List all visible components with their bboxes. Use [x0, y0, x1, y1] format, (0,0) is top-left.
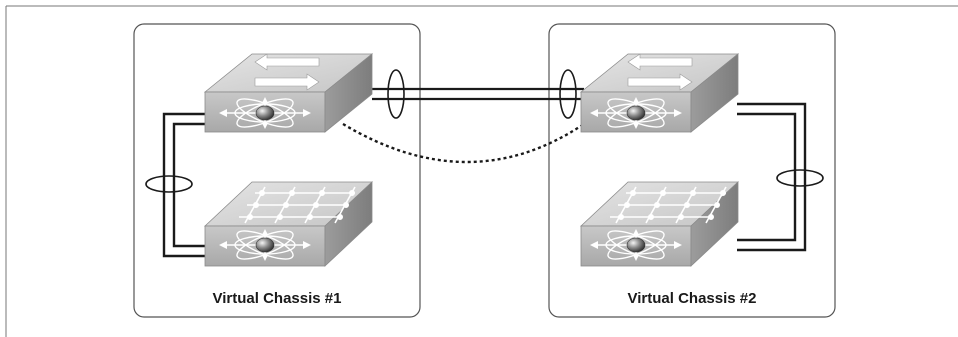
chassis-1-internal-link — [162, 112, 205, 258]
chassis-1-member-switch — [203, 181, 374, 267]
lag-ring-inter-left — [387, 69, 405, 119]
chassis-2-member-switch — [579, 181, 740, 267]
lag-ring-chassis-2 — [776, 169, 824, 187]
backup-link-dotted — [342, 122, 585, 164]
switch-icon — [238, 186, 356, 224]
chassis-1-label: Virtual Chassis #1 — [213, 290, 342, 307]
chassis-1-master-switch — [203, 53, 374, 134]
lag-ring-chassis-1 — [145, 175, 193, 193]
chassis-2-label: Virtual Chassis #2 — [628, 290, 757, 307]
chassis-2-internal-link — [737, 102, 807, 252]
lag-ring-inter-right — [559, 69, 577, 119]
chassis-2-master-switch — [579, 53, 740, 134]
switch-icon — [609, 186, 727, 224]
inter-chassis-link — [372, 87, 584, 101]
